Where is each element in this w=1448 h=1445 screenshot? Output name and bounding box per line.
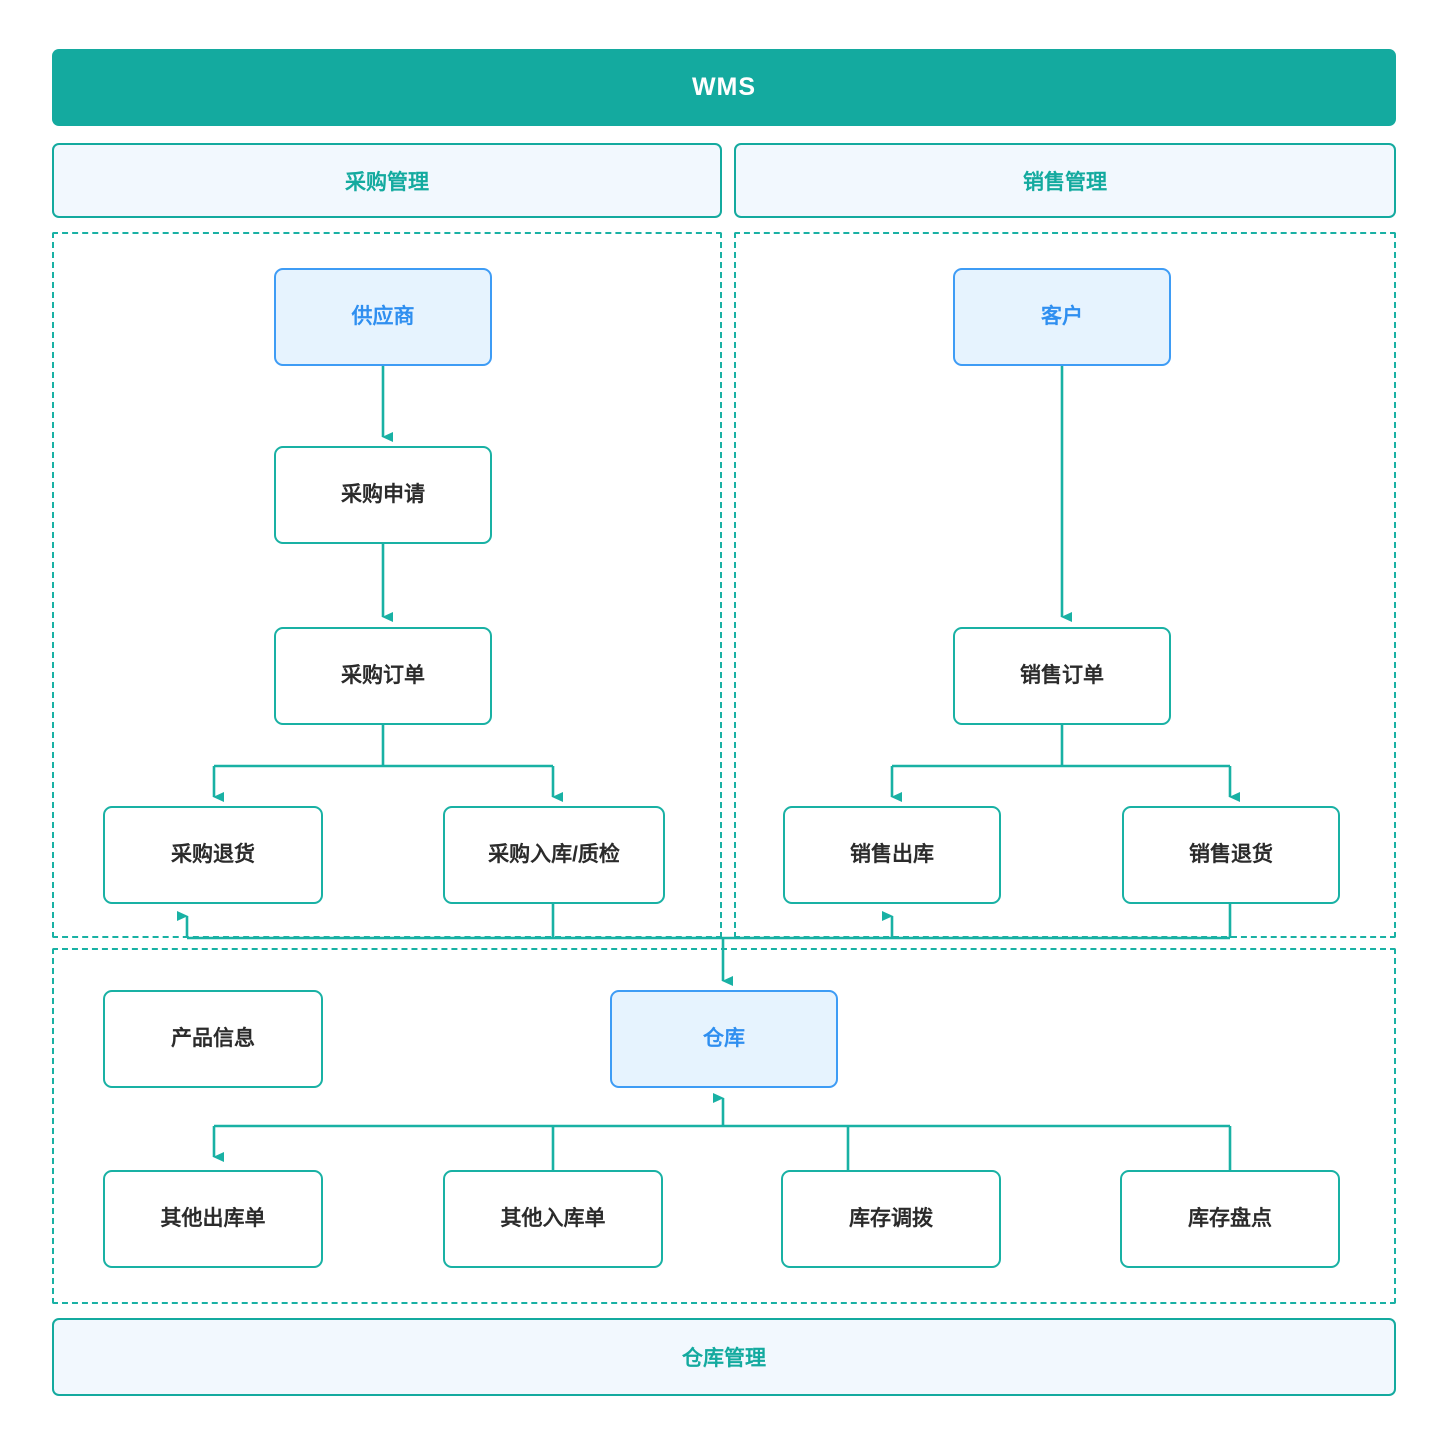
node-purchase-order[interactable]: 采购订单 (274, 627, 492, 725)
node-purchase-inbound[interactable]: 采购入库/质检 (443, 806, 665, 904)
node-purchase-return[interactable]: 采购退货 (103, 806, 323, 904)
node-purchase-request[interactable]: 采购申请 (274, 446, 492, 544)
group-purchase (52, 232, 722, 938)
section-header-purchase[interactable]: 采购管理 (52, 143, 722, 218)
node-sales-return[interactable]: 销售退货 (1122, 806, 1340, 904)
page-title: WMS (52, 49, 1396, 126)
node-product-info[interactable]: 产品信息 (103, 990, 323, 1088)
node-supplier[interactable]: 供应商 (274, 268, 492, 366)
group-sales (734, 232, 1396, 938)
node-stock-count[interactable]: 库存盘点 (1120, 1170, 1340, 1268)
node-other-outbound[interactable]: 其他出库单 (103, 1170, 323, 1268)
node-sales-outbound[interactable]: 销售出库 (783, 806, 1001, 904)
group-warehouse (52, 948, 1396, 1304)
node-other-inbound[interactable]: 其他入库单 (443, 1170, 663, 1268)
section-header-warehouse[interactable]: 仓库管理 (52, 1318, 1396, 1396)
node-stock-transfer[interactable]: 库存调拨 (781, 1170, 1001, 1268)
node-warehouse[interactable]: 仓库 (610, 990, 838, 1088)
node-customer[interactable]: 客户 (953, 268, 1171, 366)
section-header-sales[interactable]: 销售管理 (734, 143, 1396, 218)
node-sales-order[interactable]: 销售订单 (953, 627, 1171, 725)
